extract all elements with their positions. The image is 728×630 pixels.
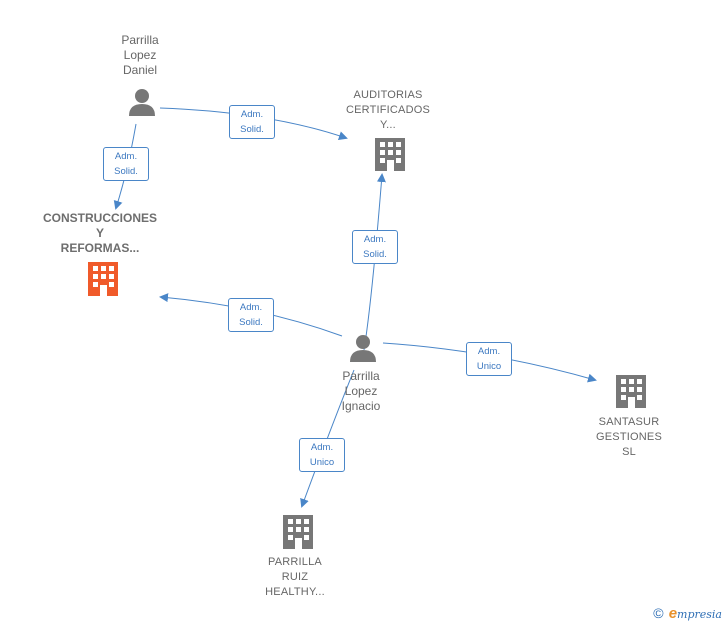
edge-label-line: Solid. — [239, 317, 263, 328]
person-icon[interactable] — [350, 335, 376, 362]
label-line: HEALTHY... — [265, 586, 325, 598]
copyright-icon: © — [653, 605, 664, 621]
edge-label-line: Solid. — [363, 249, 387, 260]
edge-label-daniel-auditorias[interactable]: Adm. Solid. — [229, 105, 275, 139]
edge-label-line: Adm. — [240, 109, 264, 120]
edge-label-ignacio-santasur[interactable]: Adm. Unico — [466, 342, 512, 376]
node-label-santasur[interactable]: SANTASUR GESTIONES SL — [554, 415, 704, 460]
edge-label-daniel-construcciones[interactable]: Adm. Solid. — [103, 147, 149, 181]
label-line: Y... — [380, 119, 396, 131]
label-line: CONSTRUCCIONES — [42, 211, 157, 225]
node-label-auditorias[interactable]: AUDITORIAS CERTIFICADOS Y... — [313, 88, 463, 133]
node-label-construcciones[interactable]: CONSTRUCCIONES Y REFORMAS... — [25, 211, 175, 256]
edge-label-line: Solid. — [240, 124, 264, 135]
label-line: Parrilla — [342, 369, 380, 383]
label-line: GESTIONES — [596, 431, 662, 443]
label-line: RUIZ — [281, 571, 309, 583]
label-line: SL — [622, 446, 636, 458]
edge-label-line: Solid. — [114, 166, 138, 177]
label-line: Parrilla — [121, 33, 159, 47]
edge-label-line: Unico — [309, 457, 335, 468]
node-label-parrilla-daniel[interactable]: Parrilla Lopez Daniel — [65, 33, 215, 78]
edge-label-line: Adm. — [114, 151, 138, 162]
building-icon[interactable] — [375, 138, 405, 171]
brand-logo-initial: e — [668, 605, 678, 622]
label-line: AUDITORIAS — [353, 89, 423, 101]
label-line: Lopez — [344, 384, 378, 398]
edge-ignacio-parrilla-ruiz — [300, 369, 355, 508]
label-line: Y — [95, 226, 104, 240]
footer-brand: © empresia — [653, 605, 722, 622]
building-icon[interactable] — [616, 375, 646, 408]
edge-label-line: Adm. — [477, 346, 501, 357]
person-icon[interactable] — [129, 89, 155, 116]
edge-label-line: Adm. — [310, 442, 334, 453]
node-label-parrilla-ignacio[interactable]: Parrilla Lopez Ignacio — [286, 369, 436, 414]
edge-label-ignacio-auditorias[interactable]: Adm. Solid. — [352, 230, 398, 264]
edge-label-ignacio-parrilla-ruiz[interactable]: Adm. Unico — [299, 438, 345, 472]
node-label-parrilla-ruiz[interactable]: PARRILLA RUIZ HEALTHY... — [220, 555, 370, 600]
label-line: REFORMAS... — [60, 241, 140, 255]
building-icon[interactable] — [283, 515, 313, 549]
label-line: CERTIFICADOS — [345, 104, 431, 116]
building-icon[interactable] — [88, 262, 118, 296]
label-line: SANTASUR — [598, 416, 660, 428]
edge-label-line: Adm. — [239, 302, 263, 313]
edge-label-line: Unico — [476, 361, 502, 372]
edge-label-ignacio-construcciones[interactable]: Adm. Solid. — [228, 298, 274, 332]
label-line: Ignacio — [341, 399, 381, 413]
edge-label-line: Adm. — [363, 234, 387, 245]
label-line: PARRILLA — [268, 556, 322, 568]
brand-logo-text: mpresia — [677, 608, 722, 621]
label-line: Lopez — [123, 48, 157, 62]
label-line: Daniel — [122, 63, 158, 77]
